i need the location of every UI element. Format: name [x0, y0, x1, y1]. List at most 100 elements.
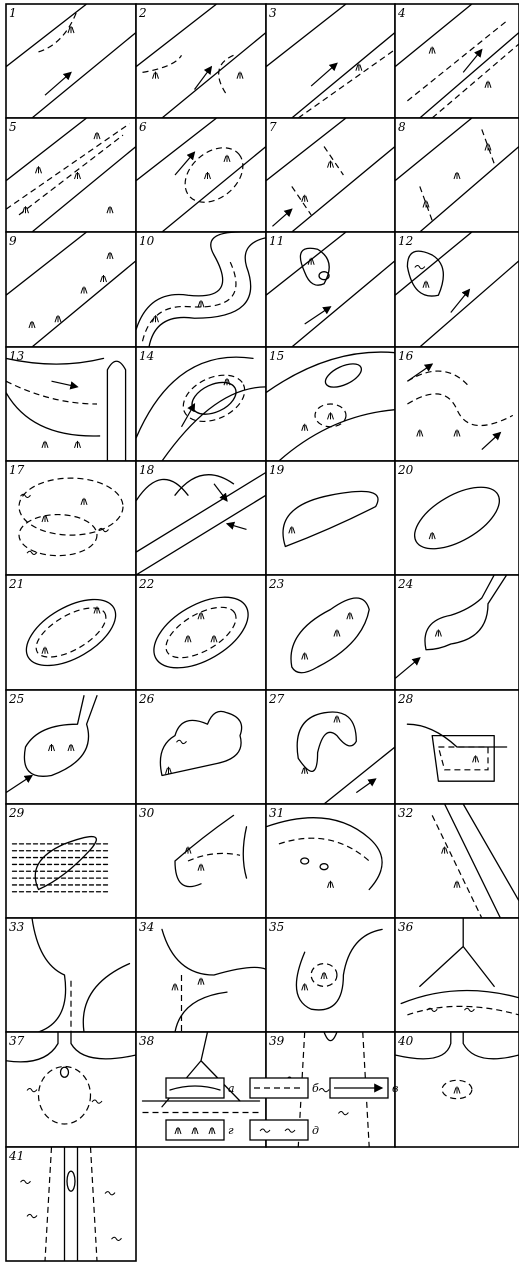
panel-25: 25 — [6, 690, 136, 804]
panel-number: 7 — [269, 120, 277, 134]
panel-16: 16 — [395, 347, 519, 461]
legend-item-3: в — [330, 1078, 398, 1098]
panel-frame — [395, 461, 519, 575]
panel-7: 7 — [266, 118, 395, 232]
panel-frame — [266, 918, 395, 1032]
panel-frame — [395, 575, 519, 690]
panel-number: 1 — [9, 6, 17, 20]
panel-29: 29 — [6, 804, 136, 918]
panel-number: 33 — [9, 920, 25, 934]
panel-40: 40 — [395, 1032, 519, 1147]
panel-26: 26 — [136, 690, 266, 804]
legend-item-1: а — [166, 1078, 235, 1098]
panel-frame — [6, 4, 136, 118]
panel-6: 6 — [136, 118, 266, 232]
legend-item-5: д — [250, 1120, 319, 1140]
panel-19: 19 — [266, 461, 395, 575]
panel-number: 15 — [269, 349, 284, 363]
panel-36: 36 — [395, 918, 519, 1032]
panel-number: 5 — [9, 120, 17, 134]
panel-number: 39 — [269, 1034, 285, 1048]
panel-frame — [136, 4, 266, 118]
panel-number: 38 — [139, 1034, 155, 1048]
panel-10: 10 — [136, 232, 266, 347]
panel-number: 29 — [8, 806, 25, 820]
panel-number: 16 — [398, 349, 414, 363]
panel-frame — [6, 1032, 136, 1147]
panel-number: 22 — [138, 577, 154, 591]
panel-frame — [136, 690, 266, 804]
panel-number: 10 — [139, 234, 155, 248]
panel-number: 34 — [139, 920, 154, 934]
panel-number: 4 — [397, 6, 406, 20]
panel-4: 4 — [395, 4, 519, 118]
panel-frame — [395, 918, 519, 1032]
panel-number: 23 — [268, 577, 285, 591]
panel-number: 13 — [9, 349, 25, 363]
panel-9: 9 — [6, 232, 136, 347]
panel-number: 18 — [139, 463, 155, 477]
panel-32: 32 — [395, 804, 519, 918]
panel-frame — [266, 4, 395, 118]
legend-label: д — [312, 1124, 319, 1137]
panel-number: 11 — [269, 234, 284, 248]
panel-frame — [6, 804, 136, 918]
panel-number: 9 — [9, 234, 17, 248]
panel-8: 8 — [395, 118, 519, 232]
panel-11: 11 — [266, 232, 395, 347]
panel-3: 3 — [266, 4, 395, 118]
panel-13: 13 — [6, 347, 136, 461]
panel-20: 20 — [395, 461, 519, 575]
panel-number: 28 — [397, 692, 414, 706]
panel-28: 28 — [395, 690, 519, 804]
panel-21: 21 — [6, 575, 136, 690]
panel-35: 35 — [266, 918, 395, 1032]
panel-number: 12 — [398, 234, 413, 248]
panel-18: 18 — [136, 461, 266, 575]
panel-number: 41 — [8, 1149, 24, 1163]
panel-17: 17 — [6, 461, 136, 575]
panel-14: 14 — [136, 347, 266, 461]
panel-number: 20 — [397, 463, 414, 477]
legend-item-4: г — [166, 1120, 234, 1140]
panel-frame — [136, 461, 266, 575]
legend-label: а — [228, 1082, 235, 1095]
panel-frame — [6, 1147, 136, 1261]
panel-2: 2 — [136, 4, 266, 118]
panel-frame — [136, 918, 266, 1032]
panel-1: 1 — [6, 4, 136, 118]
legend-label: г — [228, 1124, 234, 1137]
panel-frame — [395, 804, 519, 918]
panel-5: 5 — [6, 118, 136, 232]
panel-15: 15 — [266, 347, 395, 461]
panel-frame — [266, 690, 395, 804]
panel-frame — [136, 575, 266, 690]
panel-number: 8 — [398, 120, 406, 134]
panel-27: 27 — [266, 690, 395, 804]
panel-23: 23 — [266, 575, 395, 690]
panel-number: 26 — [138, 692, 155, 706]
panel-frame — [266, 575, 395, 690]
panel-number: 27 — [268, 692, 285, 706]
panel-frame — [6, 575, 136, 690]
panel-number: 31 — [269, 806, 284, 820]
panel-number: 2 — [138, 6, 147, 20]
legend-swatch — [250, 1120, 308, 1140]
panel-number: 32 — [398, 806, 413, 820]
panel-frame — [136, 804, 266, 918]
panel-number: 36 — [398, 920, 414, 934]
panel-frame — [395, 347, 519, 461]
panel-frame — [6, 232, 136, 347]
legend-label: в — [392, 1082, 398, 1095]
panel-number: 17 — [9, 463, 25, 477]
panel-frame — [266, 461, 395, 575]
panel-22: 22 — [136, 575, 266, 690]
panel-31: 31 — [266, 804, 395, 918]
panel-number: 40 — [397, 1034, 414, 1048]
panel-37: 37 — [6, 1032, 136, 1147]
panel-number: 19 — [269, 463, 285, 477]
panel-24: 24 — [395, 575, 519, 690]
panel-number: 35 — [269, 920, 284, 934]
panel-33: 33 — [6, 918, 136, 1032]
